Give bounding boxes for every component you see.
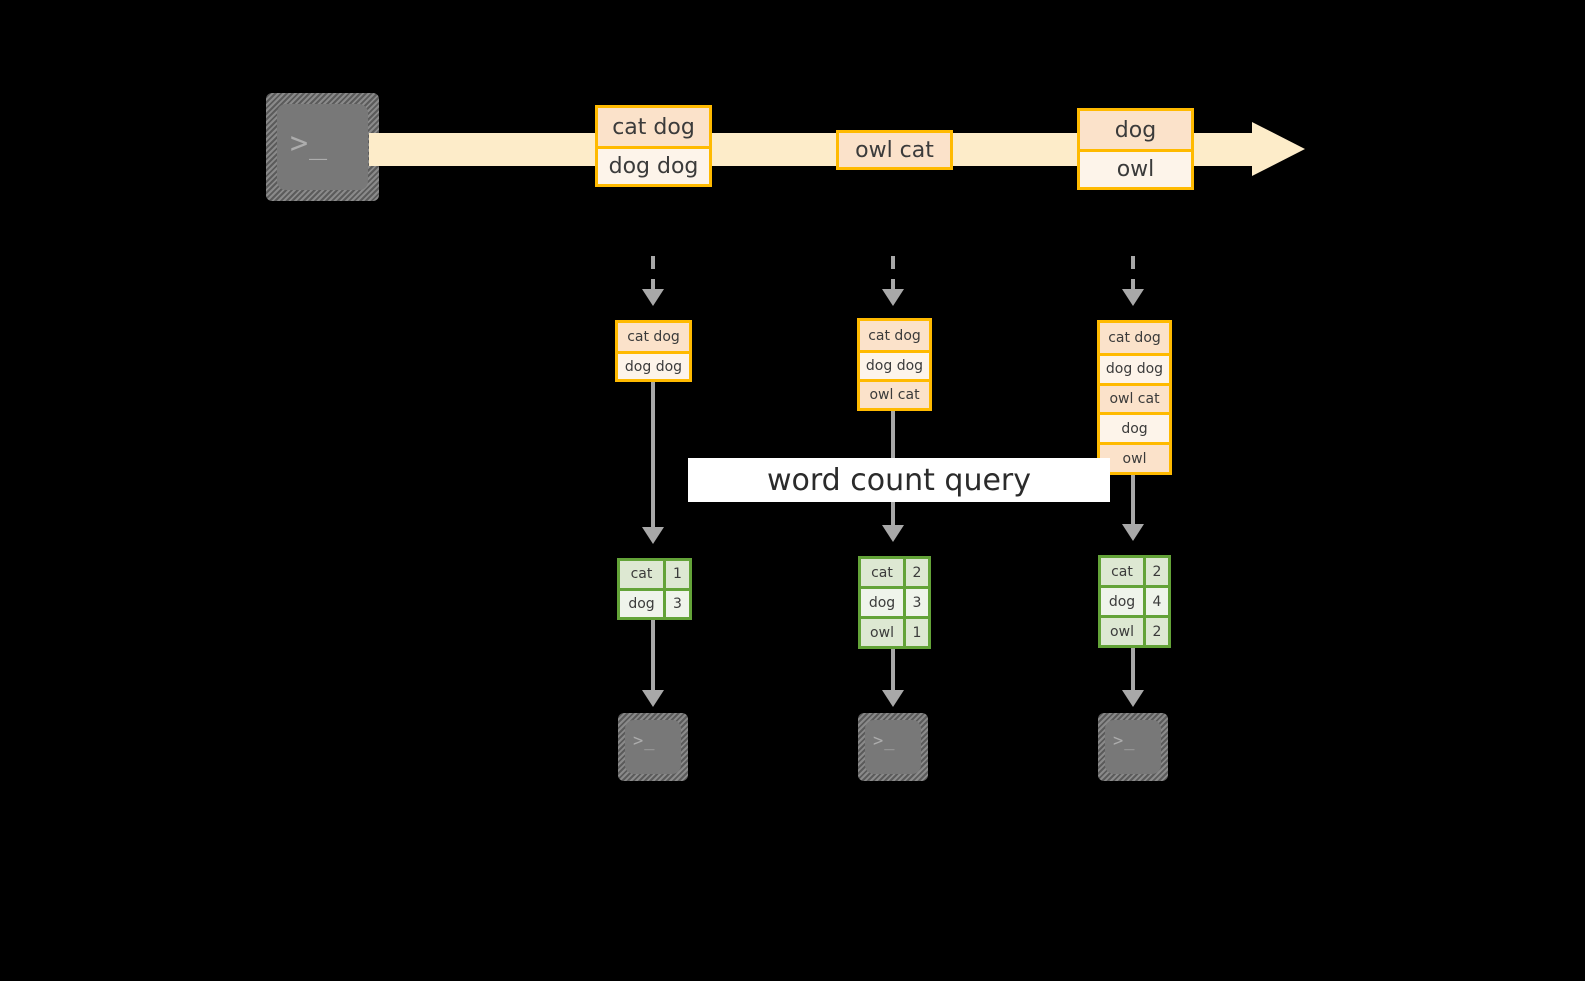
snapshot-row: owl	[1100, 442, 1169, 472]
stream-record: dog dog	[598, 146, 709, 184]
snapshot-3-sink-line	[1131, 648, 1135, 692]
sink-terminal-body: >_	[1105, 720, 1161, 774]
table-row: dog 4	[1101, 585, 1168, 615]
snapshot-row: owl cat	[860, 378, 929, 408]
snapshot-2-buffer: cat dog dog dog owl cat	[857, 318, 932, 411]
snapshot-2-result-table: cat 2 dog 3 owl 1	[858, 556, 931, 649]
stream-record: dog	[1080, 111, 1191, 149]
snapshot-row: cat dog	[618, 323, 689, 351]
snapshot-2-tap-arrowhead	[882, 289, 904, 306]
snapshot-2-query-arrowhead	[882, 525, 904, 542]
sink-terminal-body: >_	[865, 720, 921, 774]
stream-record: owl cat	[839, 133, 950, 167]
snapshot-2-sink-line	[891, 649, 895, 692]
table-row: cat 2	[1101, 558, 1168, 585]
stream-arrow-head	[1252, 122, 1305, 176]
table-cell-word: owl	[1101, 618, 1143, 645]
stream-record-group-3: dog owl	[1077, 108, 1194, 190]
snapshot-2-sink-arrowhead	[882, 690, 904, 707]
stream-record: cat dog	[598, 108, 709, 146]
stream-record-group-2: owl cat	[836, 130, 953, 170]
table-cell-count: 2	[903, 559, 928, 586]
snapshot-2-sink-terminal-icon: >_	[858, 713, 928, 781]
snapshot-3-tap-line	[1131, 256, 1135, 290]
sink-terminal-body: >_	[625, 720, 681, 774]
snapshot-row: owl cat	[1100, 382, 1169, 413]
sink-terminal-prompt: >_	[1113, 731, 1136, 751]
snapshot-1-sink-arrowhead	[642, 690, 664, 707]
sink-terminal-prompt: >_	[633, 731, 656, 751]
table-row: cat 1	[620, 561, 689, 588]
table-cell-word: dog	[620, 590, 663, 617]
snapshot-2-tap-line	[891, 256, 895, 290]
source-terminal-prompt: >_	[290, 126, 329, 161]
snapshot-1-buffer: cat dog dog dog	[615, 320, 692, 382]
snapshot-3-query-line	[1131, 475, 1135, 528]
stream-record-group-1: cat dog dog dog	[595, 105, 712, 187]
table-cell-word: dog	[861, 589, 903, 616]
snapshot-3-result-table: cat 2 dog 4 owl 2	[1098, 555, 1171, 648]
snapshot-1-tap-arrowhead	[642, 289, 664, 306]
table-cell-word: cat	[861, 559, 903, 586]
source-terminal-body: >_	[277, 104, 368, 190]
table-row: owl 2	[1101, 615, 1168, 645]
snapshot-row: dog dog	[618, 351, 689, 379]
snapshot-1-sink-terminal-icon: >_	[618, 713, 688, 781]
table-row: dog 3	[861, 586, 928, 616]
table-row: dog 3	[620, 587, 689, 617]
snapshot-1-sink-line	[651, 620, 655, 692]
snapshot-row: dog dog	[1100, 352, 1169, 383]
snapshot-row: dog dog	[860, 350, 929, 379]
query-label: word count query	[688, 458, 1110, 502]
snapshot-1-result-table: cat 1 dog 3	[617, 558, 692, 620]
table-cell-count: 2	[1143, 558, 1168, 585]
table-cell-count: 3	[663, 590, 689, 617]
table-cell-word: dog	[1101, 588, 1143, 615]
table-cell-count: 1	[903, 619, 928, 646]
source-terminal-icon: >_	[266, 93, 379, 201]
stream-record: owl	[1080, 149, 1191, 187]
table-cell-count: 2	[1143, 618, 1168, 645]
table-cell-count: 1	[663, 561, 689, 588]
table-cell-word: cat	[1101, 558, 1143, 585]
snapshot-row: cat dog	[1100, 323, 1169, 353]
table-cell-count: 4	[1143, 588, 1168, 615]
table-row: cat 2	[861, 559, 928, 586]
table-row: owl 1	[861, 616, 928, 646]
snapshot-3-sink-terminal-icon: >_	[1098, 713, 1168, 781]
snapshot-3-tap-arrowhead	[1122, 289, 1144, 306]
table-cell-word: owl	[861, 619, 903, 646]
snapshot-1-query-line	[651, 382, 655, 530]
snapshot-3-sink-arrowhead	[1122, 690, 1144, 707]
table-cell-word: cat	[620, 561, 663, 588]
snapshot-1-query-arrowhead	[642, 527, 664, 544]
snapshot-row: cat dog	[860, 321, 929, 350]
snapshot-3-query-arrowhead	[1122, 524, 1144, 541]
snapshot-row: dog	[1100, 412, 1169, 443]
snapshot-3-buffer: cat dog dog dog owl cat dog owl	[1097, 320, 1172, 475]
snapshot-1-tap-line	[651, 256, 655, 290]
table-cell-count: 3	[903, 589, 928, 616]
sink-terminal-prompt: >_	[873, 731, 896, 751]
